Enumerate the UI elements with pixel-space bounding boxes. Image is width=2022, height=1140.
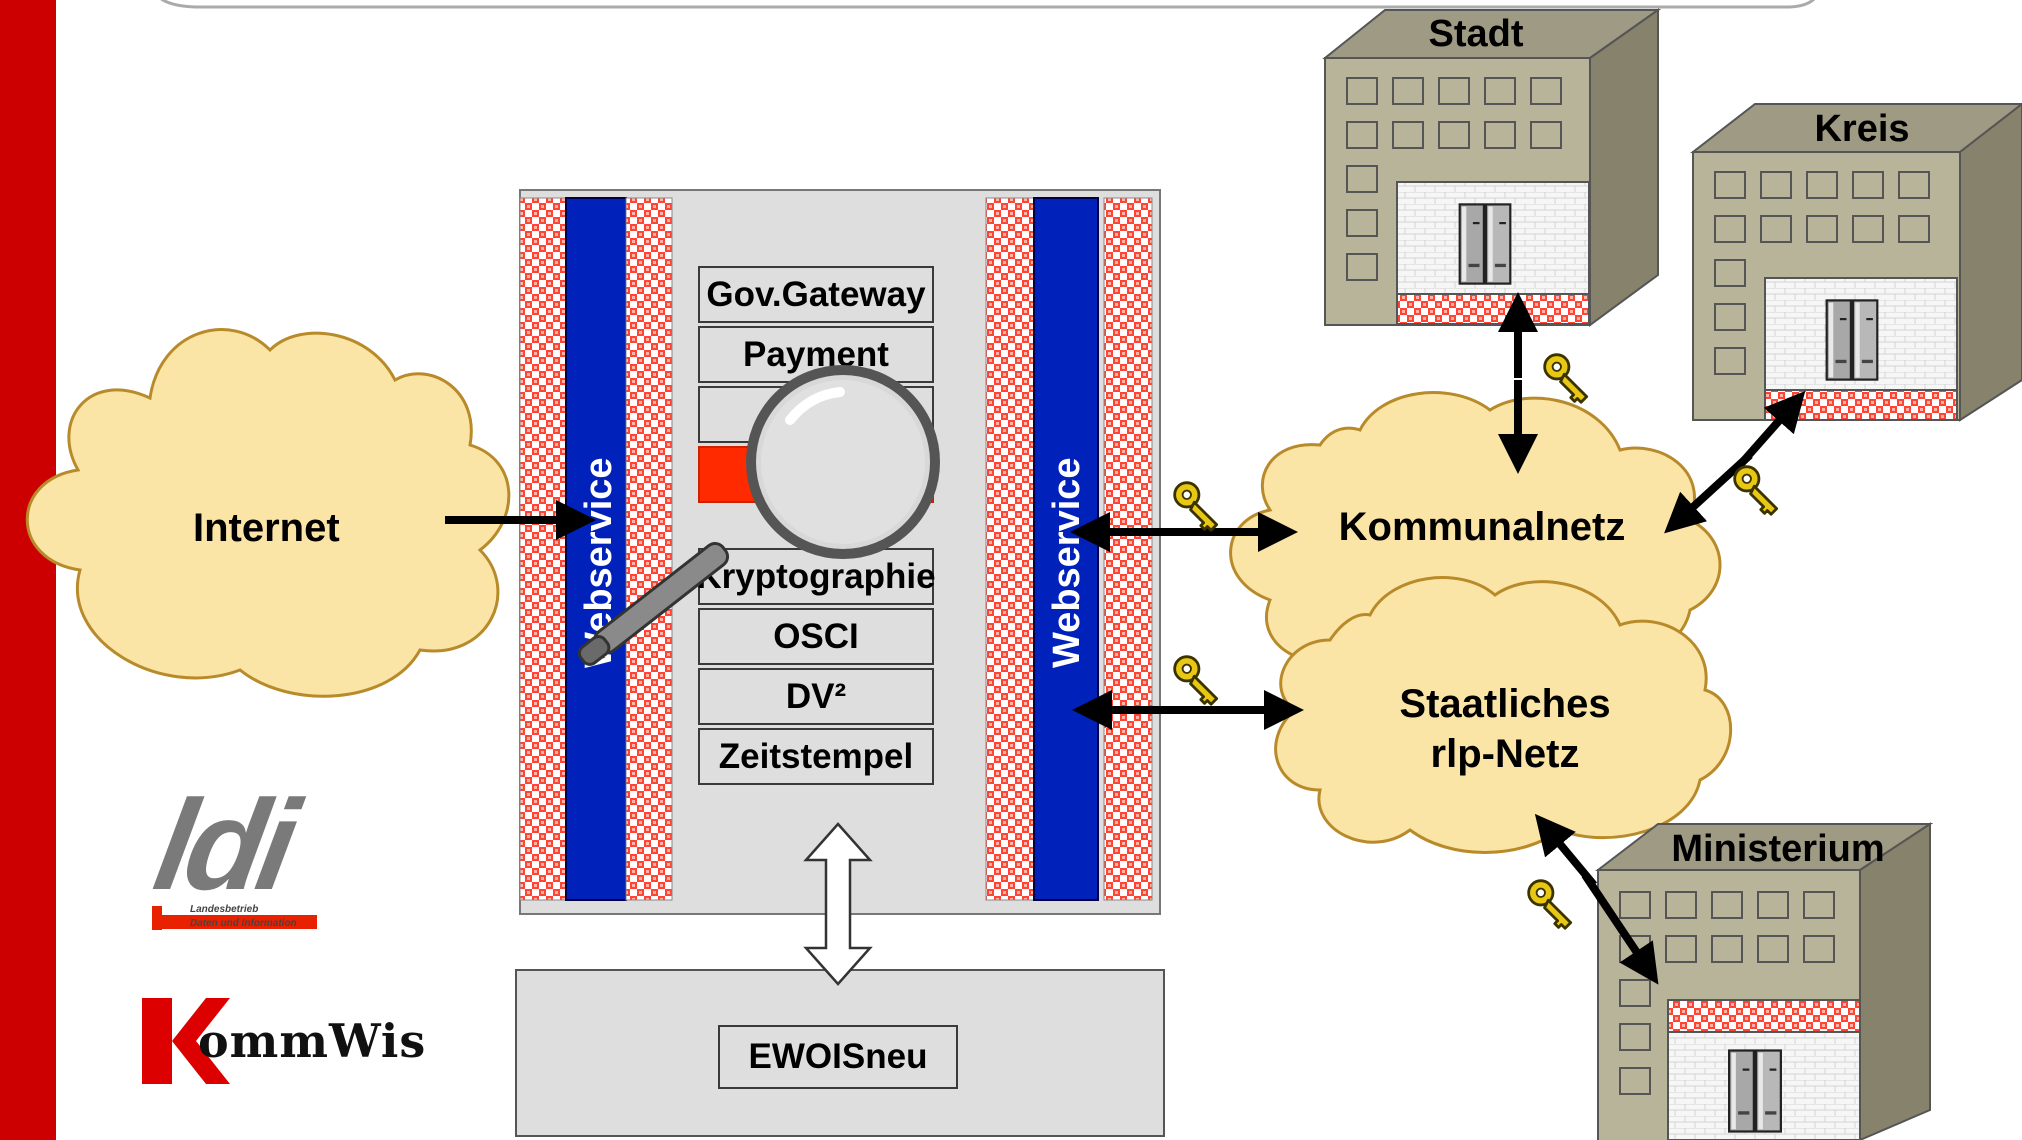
- arrow-kreis-kommunalnetz-up: [1737, 391, 1806, 468]
- key-icon-kommunal: [1173, 481, 1219, 532]
- service-zeitstempel: Zeitstempel: [698, 728, 934, 785]
- ldi-logo: [152, 906, 317, 930]
- webservice-left-label: Webservice: [578, 457, 620, 668]
- building-stadt: [1322, 8, 1662, 327]
- kommunalnetz-label: Kommunalnetz: [1338, 505, 1626, 549]
- backend-ewoisneu: EWOISneu: [718, 1025, 958, 1089]
- service-dv2: DV²: [698, 668, 934, 725]
- service-gov-gateway: Gov.Gateway: [698, 266, 934, 323]
- ldi-logo-text: ldi: [145, 774, 303, 917]
- staatliches-netz-cloud: [1274, 576, 1733, 854]
- staatliches-label-line1: Staatliches: [1399, 682, 1611, 726]
- firewall-left-inner: [625, 197, 673, 901]
- building-ministerium: [1595, 822, 1934, 1140]
- service-hidden-1: F e: [698, 386, 934, 443]
- ldi-logo-subtitle-1: Landesbetrieb: [190, 904, 259, 915]
- key-icon-staatlich: [1173, 655, 1219, 706]
- service-payment: Payment: [698, 326, 934, 383]
- service-kryptographie: Kryptographie: [696, 548, 936, 605]
- service-hidden-red: [698, 446, 934, 503]
- building-kreis: [1690, 102, 2022, 422]
- key-icon-ministerium: [1527, 879, 1573, 930]
- kommwis-logo-mark: [142, 998, 230, 1084]
- connection-arrows: [445, 292, 1806, 985]
- webservice-right-label: Webservice: [1046, 457, 1088, 668]
- firewall-right-inner: [985, 197, 1035, 901]
- internet-cloud: [25, 328, 511, 698]
- ldi-logo-subtitle-2: Daten und Information: [190, 918, 297, 929]
- key-icon-kreis: [1733, 465, 1779, 516]
- top-frame-line: [160, 0, 1816, 9]
- staatliches-label-line2: rlp-Netz: [1430, 732, 1580, 776]
- kommwis-logo-text: ommWis: [198, 1014, 427, 1068]
- building-kreis-label: Kreis: [1814, 108, 1910, 150]
- service-osci: OSCI: [698, 608, 934, 665]
- key-icon-stadt: [1543, 353, 1589, 404]
- building-ministerium-label: Ministerium: [1671, 828, 1885, 870]
- left-accent-bar: [0, 0, 56, 1140]
- firewall-left-outer: [519, 197, 567, 901]
- internet-label: Internet: [193, 506, 340, 550]
- firewall-right-outer: [1103, 197, 1153, 901]
- building-stadt-label: Stadt: [1428, 13, 1524, 55]
- arrow-kreis-kommunalnetz-down: [1664, 452, 1753, 534]
- double-arrow-gateway-backend: [803, 822, 873, 986]
- arrow-ministerium-staatlich-down: [1581, 872, 1659, 985]
- arrow-ministerium-staatlich-up: [1534, 813, 1598, 888]
